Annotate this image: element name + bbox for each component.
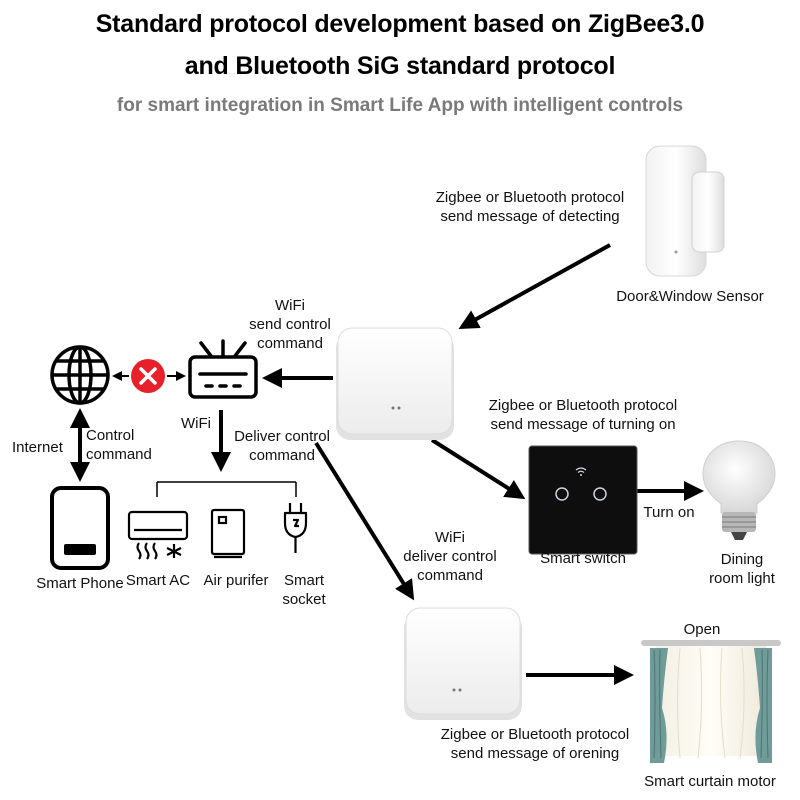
arrow-hub-to-switch	[430, 438, 526, 500]
gateway-hub-icon	[404, 607, 522, 720]
router-wifi-label: WiFi	[181, 415, 211, 432]
door-sensor-icon	[645, 145, 725, 277]
smart-switch-label: Smart switch	[540, 550, 626, 567]
router-icon	[188, 339, 258, 399]
title-line-2: and Bluetooth SiG standard protocol	[184, 52, 616, 80]
smart-ac-label: Smart AC	[125, 572, 191, 589]
arrow-hub-to-hub2	[314, 441, 415, 601]
curtain-motor-label: Smart curtain motor	[644, 773, 776, 790]
gateway-hub-icon	[336, 327, 454, 440]
light-bulb-icon	[702, 440, 776, 540]
smart-phone-label: Smart Phone	[36, 575, 124, 592]
air-purifier-icon	[210, 508, 246, 559]
globe-icon	[50, 345, 110, 405]
title-line-1: Standard protocol development based on Z…	[95, 10, 705, 38]
subtitle: for smart integration in Smart Life App …	[116, 95, 684, 116]
socket-plug-icon	[283, 503, 308, 553]
open-label: Open	[683, 621, 721, 638]
air-purifier-label: Air purifer	[203, 572, 269, 589]
device-bracket	[156, 481, 297, 497]
air-conditioner-icon	[127, 510, 189, 560]
turn-on-label: Turn on	[643, 504, 695, 521]
touch-switch-icon	[528, 445, 638, 555]
door-window-sensor-label: Door&Window Sensor	[616, 288, 764, 305]
arrow-sensor-to-hub	[458, 243, 611, 329]
phone-icon	[50, 486, 110, 570]
internet-label: Internet	[12, 439, 63, 456]
blocked-x-icon	[131, 359, 165, 393]
curtain-icon	[641, 640, 781, 763]
flow-arrows	[70, 243, 704, 685]
